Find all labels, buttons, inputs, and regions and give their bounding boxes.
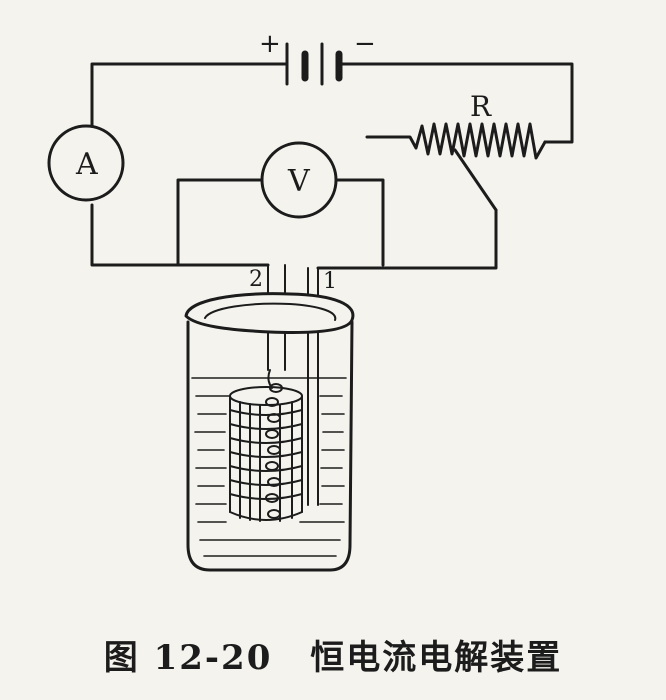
- battery-minus-label: −: [354, 29, 376, 59]
- voltmeter-branch: V: [176, 141, 385, 267]
- mesh-electrode: [229, 386, 303, 522]
- voltmeter-label: V: [287, 164, 311, 199]
- rheostat-slider: [453, 148, 498, 212]
- electrode-2-label: 2: [249, 267, 263, 292]
- electrode-1-label: 1: [323, 269, 337, 294]
- ammeter-label: A: [75, 147, 98, 182]
- circuit-diagram: + − A R V 2 1: [47, 29, 574, 572]
- figure-caption: 图 12-20 恒电流电解装置: [0, 630, 666, 679]
- ammeter: A: [47, 124, 125, 202]
- battery-plus-label: +: [259, 29, 281, 59]
- caption-title: 恒电流电解装置: [310, 638, 563, 678]
- rheostat: R: [365, 90, 547, 212]
- coil-electrode: [265, 369, 283, 519]
- outer-circuit-wire: [90, 62, 574, 270]
- battery: + −: [259, 29, 376, 86]
- resistor-label: R: [470, 90, 492, 123]
- caption-number: 图 12-20: [103, 638, 273, 678]
- beaker: [184, 292, 355, 572]
